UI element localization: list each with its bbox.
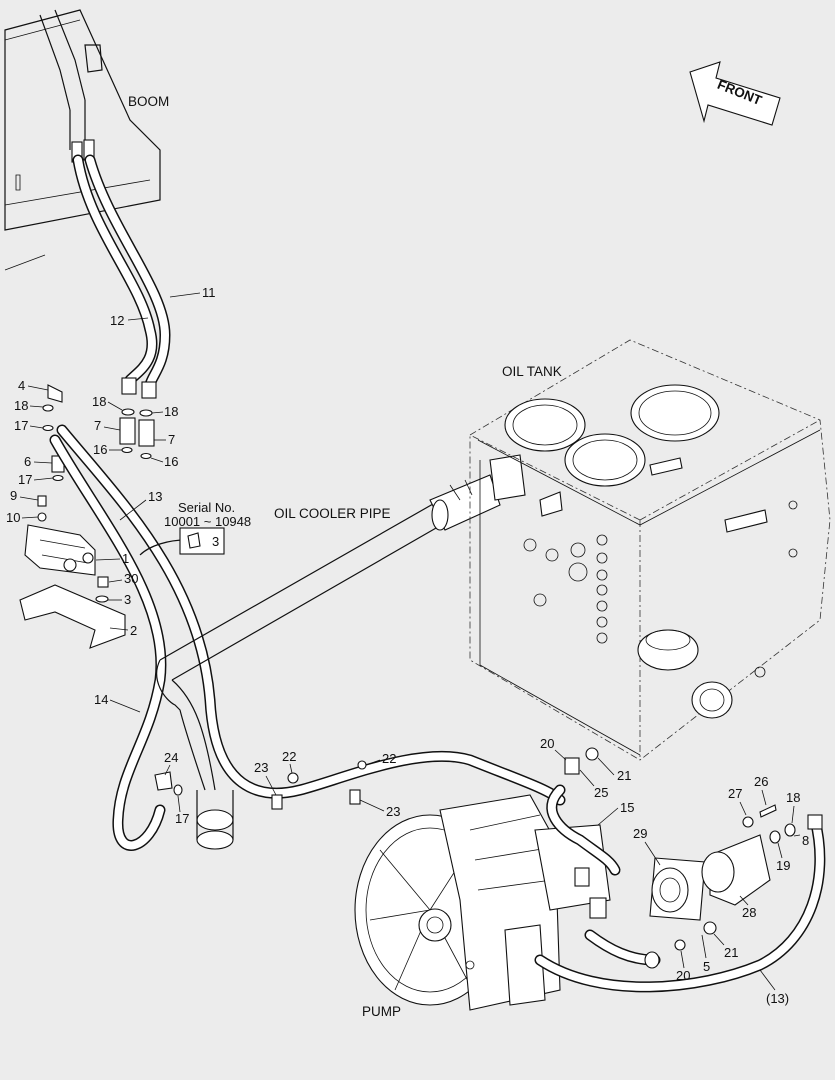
- callout-27: 27: [728, 786, 742, 801]
- callout-20-a: 20: [540, 736, 554, 751]
- callout-15: 15: [620, 800, 634, 815]
- label-boom: BOOM: [128, 94, 169, 109]
- callout-21-b: 21: [724, 945, 738, 960]
- callout-22-b: 22: [382, 751, 396, 766]
- valve-block-assembly: [19, 384, 126, 649]
- callout-16-a: 16: [93, 442, 107, 457]
- callout-26: 26: [754, 774, 768, 789]
- callout-7-a: 7: [94, 418, 101, 433]
- callout-17-c: 17: [175, 811, 189, 826]
- callout-12: 12: [110, 313, 124, 328]
- callout-10: 10: [6, 510, 20, 525]
- callout-11: 11: [202, 285, 216, 300]
- callout-23-a: 23: [254, 760, 268, 775]
- callout-18-a: 18: [92, 394, 106, 409]
- oil-cooler-pipe: [156, 454, 526, 850]
- callout-6: 6: [24, 454, 31, 469]
- callout-21-a: 21: [617, 768, 631, 783]
- fittings-7-16-18: [119, 377, 157, 460]
- callout-17-a: 17: [14, 418, 28, 433]
- boom-assembly: [4, 9, 161, 271]
- callout-24: 24: [164, 750, 178, 765]
- callout-16-b: 16: [164, 454, 178, 469]
- callout-9: 9: [10, 488, 17, 503]
- callout-14: 14: [94, 692, 108, 707]
- callout-7-b: 7: [168, 432, 175, 447]
- callout-4: 4: [18, 378, 25, 393]
- callout-18-c: 18: [786, 790, 800, 805]
- hoses-11-12: [72, 154, 171, 391]
- callout-17-b: 17: [18, 472, 32, 487]
- callout-18-left: 18: [14, 398, 28, 413]
- label-oil-tank: OIL TANK: [502, 364, 562, 379]
- callout-1: 1: [122, 551, 129, 566]
- callout-13: 13: [148, 489, 162, 504]
- hoses-15-13-right: [534, 747, 826, 993]
- callouts: 11 12 4 18 17 6 17 9 10 18 18 7 7 16 16 …: [6, 285, 809, 1006]
- misc-fittings: [154, 760, 367, 810]
- callout-29: 29: [633, 826, 647, 841]
- label-serial-no: Serial No.: [178, 500, 235, 515]
- callout-22-a: 22: [282, 749, 296, 764]
- callout-13-paren: (13): [766, 991, 789, 1006]
- hoses-13-14: [49, 424, 566, 851]
- label-oil-cooler-pipe: OIL COOLER PIPE: [274, 506, 391, 521]
- callout-23-b: 23: [386, 804, 400, 819]
- callout-28: 28: [742, 905, 756, 920]
- label-serial-part: 3: [212, 534, 219, 549]
- gear-pump-parts: [649, 804, 823, 921]
- callout-19: 19: [776, 858, 790, 873]
- callout-8: 8: [802, 833, 809, 848]
- label-serial-range: 10001 ~ 10948: [164, 514, 251, 529]
- callout-2: 2: [130, 623, 137, 638]
- callout-5: 5: [703, 959, 710, 974]
- serial-number-note: [139, 527, 225, 556]
- callout-30: 30: [124, 571, 138, 586]
- oil-tank: [469, 339, 831, 761]
- pump-assembly: [354, 794, 611, 1011]
- front-direction-arrow: [689, 61, 781, 126]
- label-pump: PUMP: [362, 1004, 401, 1019]
- callout-20-b: 20: [676, 968, 690, 983]
- callout-3: 3: [124, 592, 131, 607]
- callout-25: 25: [594, 785, 608, 800]
- callout-18-b: 18: [164, 404, 178, 419]
